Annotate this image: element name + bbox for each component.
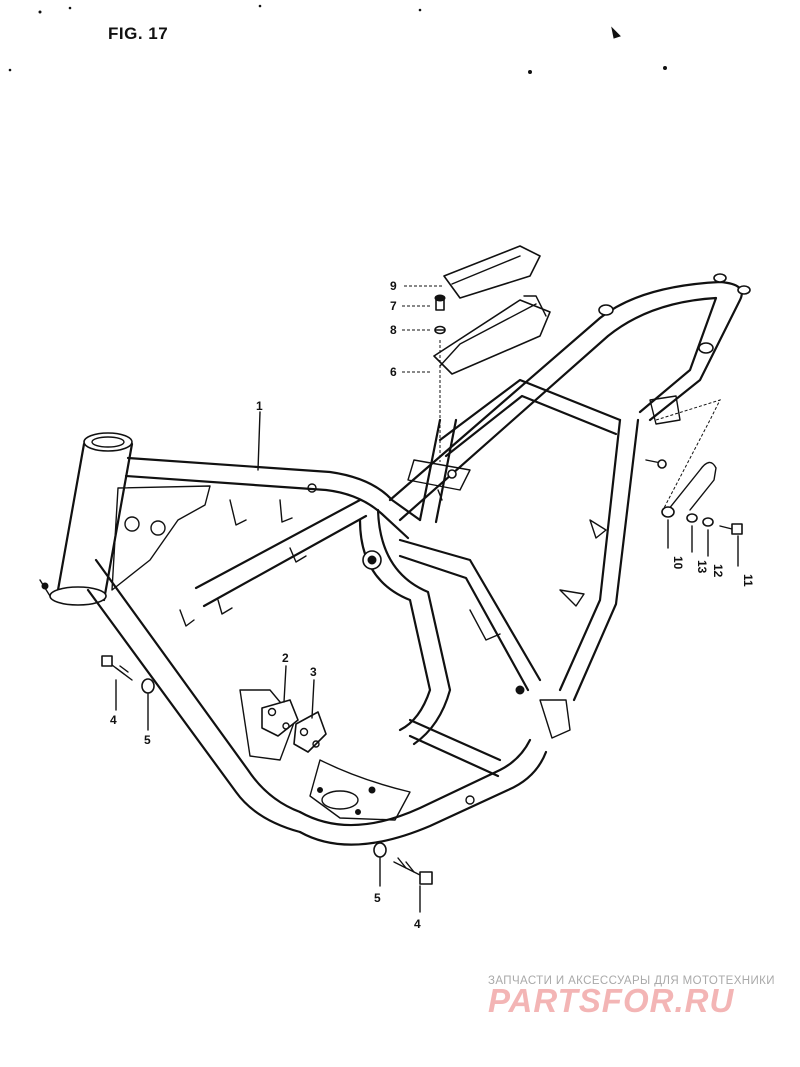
callout-6: 6 — [390, 365, 397, 379]
leader-lines — [115, 285, 739, 913]
part-2-plate — [261, 699, 299, 737]
loose-hardware — [101, 655, 433, 885]
callout-11: 11 — [741, 574, 755, 587]
part-9-cover — [443, 245, 541, 299]
callout-4-left: 4 — [110, 713, 117, 727]
callout-3: 3 — [310, 665, 317, 679]
part-13-washer — [686, 513, 698, 523]
callout-numbers: 1 2 3 4 5 6 7 8 9 5 4 10 13 12 11 — [110, 279, 755, 931]
watermark-logo: PARTSFOR.RU — [488, 982, 735, 1019]
callout-10: 10 — [671, 556, 685, 570]
callout-2: 2 — [282, 651, 289, 665]
callout-5-left: 5 — [144, 733, 151, 747]
callout-1: 1 — [256, 399, 263, 413]
main-frame-tubes — [86, 280, 743, 846]
rear-clip-parts — [655, 399, 743, 535]
steering-head — [39, 432, 211, 606]
battery-holder-parts — [407, 245, 551, 501]
callout-12: 12 — [711, 564, 725, 578]
part-6-bracket — [433, 299, 551, 375]
watermark-subtitle: ЗАПЧАСТИ И АКСЕССУАРЫ ДЛЯ МОТОТЕХНИКИ — [488, 975, 775, 987]
callout-4-bottom: 4 — [414, 917, 421, 931]
scan-mark — [611, 26, 621, 39]
callout-5-bottom: 5 — [374, 891, 381, 905]
figure-title: FIG. 17 — [108, 24, 169, 43]
part-5-washer-left — [141, 678, 155, 694]
callout-13: 13 — [695, 560, 709, 574]
part-3-plate — [293, 711, 327, 753]
callout-8: 8 — [390, 323, 397, 337]
callout-9: 9 — [390, 279, 397, 293]
scan-noise — [8, 4, 667, 74]
part-5-washer-bottom — [373, 842, 387, 858]
rear-mounts — [598, 273, 751, 469]
callout-7: 7 — [390, 299, 397, 313]
part-10-clamp — [667, 461, 717, 511]
part-12-washer — [702, 517, 714, 527]
